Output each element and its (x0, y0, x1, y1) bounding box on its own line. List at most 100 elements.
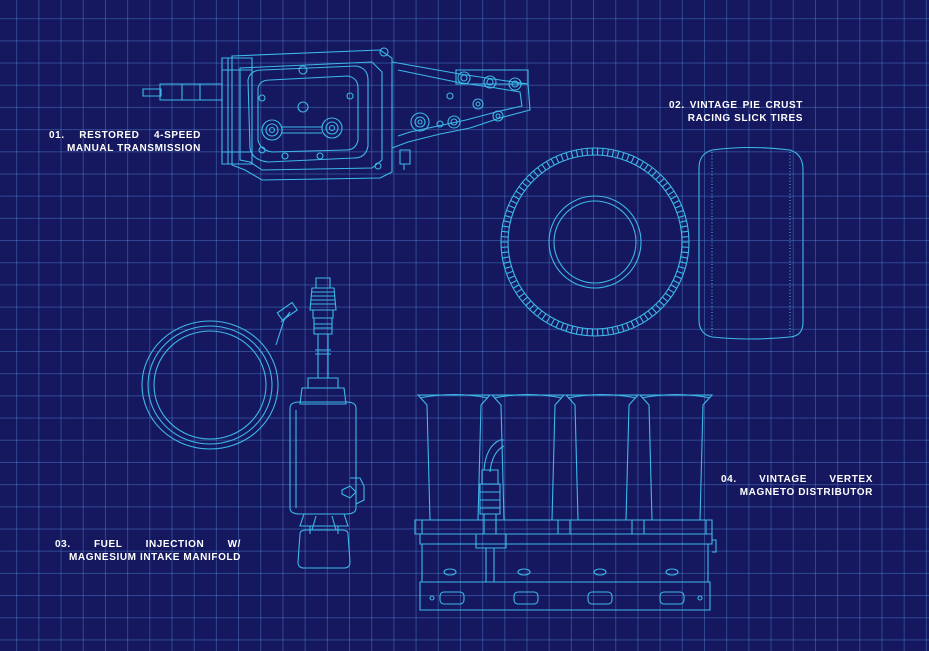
tread-tooth (662, 183, 667, 187)
tread-tooth (607, 149, 608, 156)
tread-tooth (659, 301, 664, 306)
tread-tooth (681, 231, 688, 232)
tread-tooth (551, 319, 554, 325)
tread-tooth (546, 317, 550, 323)
tread-tooth (508, 205, 514, 208)
tread-tooth (516, 191, 522, 195)
tread-tooth (671, 196, 677, 199)
tread-tooth (627, 323, 630, 330)
tread-tooth (538, 168, 542, 174)
tread-tooth (502, 231, 509, 232)
tread-tooth (680, 262, 687, 264)
tire-front-view (699, 148, 803, 340)
transmission-drawing (143, 48, 530, 180)
fuel-pump-drawing (142, 278, 364, 568)
tread-tooth (582, 149, 583, 156)
tread-tooth (665, 293, 671, 297)
label-fuel-injection-line2: MAGNESIUM INTAKE MANIFOLD (68, 552, 241, 563)
tread-tooth (522, 297, 527, 301)
label-transmission: 01. RESTORED 4-SPEED MANUAL TRANSMISSION (49, 129, 201, 155)
tread-tooth (631, 156, 634, 162)
label-tires-line1: 02. VINTAGE PIE CRUST (669, 100, 803, 111)
tread-tooth (678, 267, 685, 269)
tread-tooth (602, 329, 603, 336)
tread-tooth (607, 328, 608, 335)
tread-tooth (551, 159, 554, 165)
tread-tooth (503, 262, 510, 264)
tread-tooth (640, 317, 644, 323)
tread-tooth (652, 308, 657, 313)
tread-tooth (636, 159, 639, 165)
tread-tooth (648, 168, 652, 174)
tread-tooth (656, 304, 661, 309)
tread-tooth (526, 301, 531, 306)
tread-tooth (516, 289, 522, 293)
tread-tooth (677, 271, 684, 273)
tread-tooth (566, 153, 568, 160)
tread-tooth (561, 323, 564, 330)
tread-tooth (677, 210, 684, 212)
tire-tread-teeth (501, 148, 689, 336)
tread-tooth (533, 171, 538, 176)
tread-tooth (561, 154, 564, 161)
tread-tooth (627, 154, 630, 161)
tread-tooth (529, 304, 534, 309)
tread-tooth (542, 314, 546, 320)
tread-tooth (582, 328, 583, 335)
tread-tooth (673, 280, 679, 283)
tread-tooth (602, 148, 603, 155)
tread-tooth (680, 221, 687, 223)
tread-tooth (681, 257, 688, 258)
tread-tooth (681, 252, 688, 253)
tread-tooth (556, 156, 559, 162)
tread-tooth (533, 308, 538, 313)
tread-tooth (652, 171, 657, 176)
tread-tooth (506, 271, 513, 273)
tread-tooth (522, 183, 527, 187)
tread-tooth (511, 201, 517, 204)
tread-tooth (513, 196, 519, 199)
tread-tooth (675, 276, 681, 279)
label-magneto-line1: 04. VINTAGE VERTEX (721, 474, 873, 485)
tread-tooth (612, 327, 613, 334)
tread-tooth (556, 321, 559, 327)
tread-tooth (505, 267, 512, 269)
tread-tooth (622, 325, 624, 332)
tread-tooth (519, 293, 525, 297)
tread-tooth (640, 162, 644, 168)
tire-side-view (501, 148, 689, 336)
tread-tooth (622, 153, 624, 160)
tread-tooth (678, 216, 685, 218)
tread-tooth (659, 178, 664, 183)
tread-tooth (546, 162, 550, 168)
tread-tooth (681, 226, 688, 227)
tread-tooth (502, 252, 509, 253)
tread-tooth (662, 297, 667, 301)
tread-tooth (665, 187, 671, 191)
tread-tooth (566, 325, 568, 332)
label-transmission-line2: MANUAL TRANSMISSION (67, 143, 201, 154)
label-tires-line2: RACING SLICK TIRES (687, 113, 803, 124)
tread-tooth (587, 148, 588, 155)
tread-tooth (542, 164, 546, 170)
intake-manifold-drawing (415, 395, 716, 611)
label-magneto-line2: MAGNETO DISTRIBUTOR (739, 487, 873, 498)
tread-tooth (538, 311, 542, 317)
tread-tooth (529, 175, 534, 180)
tread-tooth (502, 257, 509, 258)
tread-tooth (502, 226, 509, 227)
tread-tooth (511, 280, 517, 283)
tread-tooth (571, 326, 573, 333)
tread-tooth (506, 210, 513, 212)
tread-tooth (513, 285, 519, 288)
tread-tooth (519, 187, 525, 191)
label-magneto: 04. VINTAGE VERTEX MAGNETO DISTRIBUTOR (721, 473, 873, 499)
tread-tooth (617, 326, 619, 333)
label-tires: 02. VINTAGE PIE CRUST RACING SLICK TIRES (669, 99, 803, 125)
tread-tooth (587, 329, 588, 336)
tread-tooth (644, 164, 648, 170)
tread-tooth (644, 314, 648, 320)
label-fuel-injection: 03. FUEL INJECTION W/ MAGNESIUM INTAKE M… (55, 538, 241, 564)
tread-tooth (576, 150, 577, 157)
